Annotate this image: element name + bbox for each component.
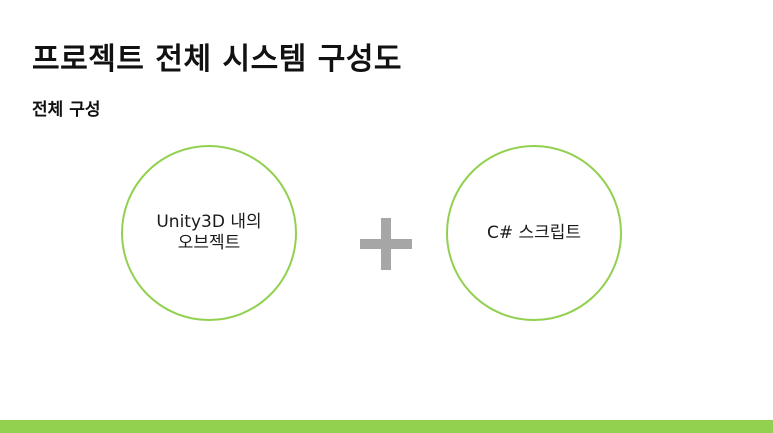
plus-icon	[360, 218, 412, 270]
plus-icon-vertical-bar	[381, 218, 391, 270]
unity-objects-label: Unity3D 내의 오브젝트	[156, 212, 261, 254]
unity-objects-node: Unity3D 내의 오브젝트	[121, 145, 297, 321]
slide-title: 프로젝트 전체 시스템 구성도	[32, 42, 403, 77]
footer-accent-bar	[0, 420, 773, 433]
unity-objects-label-line1: Unity3D 내의	[156, 212, 262, 232]
unity-objects-label-line2: 오브젝트	[177, 233, 241, 253]
csharp-script-node: C# 스크립트	[446, 145, 622, 321]
csharp-script-label: C# 스크립트	[486, 222, 582, 243]
slide-subtitle: 전체 구성	[32, 100, 101, 120]
